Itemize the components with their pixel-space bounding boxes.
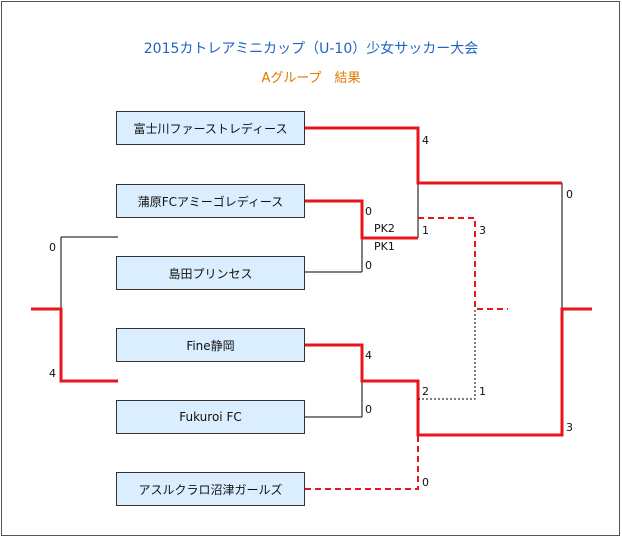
score-fujikawa-r2: 4 [422, 134, 429, 147]
line-kanbara-win [305, 199, 418, 240]
line-third-bottom [418, 309, 476, 400]
score-fine-r2: 2 [422, 385, 429, 398]
line-left-win [31, 307, 118, 383]
score-third-bottom: 1 [479, 385, 486, 398]
score-fukuroi-r1: 0 [365, 403, 372, 416]
team-fine: Fine静岡 [116, 328, 305, 362]
team-azul: アスルクラロ沼津ガールズ [116, 472, 305, 506]
score-kanbara-r1: 0 [365, 205, 372, 218]
team-fujikawa: 富士川ファーストレディース [116, 111, 305, 145]
score-left-top: 0 [49, 241, 56, 254]
team-fukuroi: Fukuroi FC [116, 400, 305, 434]
score-fine-r1: 4 [365, 349, 372, 362]
line-azul [305, 435, 419, 490]
score-final-bottom: 3 [566, 421, 573, 434]
line-fujikawa-win [305, 126, 562, 185]
score-pk-kanbara: PK2 [374, 222, 395, 235]
line-fine-win [305, 307, 592, 437]
score-shimada-r1: 0 [365, 259, 372, 272]
team-kanbara: 蒲原FCアミーゴレディース [116, 184, 305, 218]
line-third-top [418, 217, 508, 310]
score-kanbara-r2: 1 [422, 224, 429, 237]
score-third-top: 3 [479, 224, 486, 237]
score-azul-r2: 0 [422, 476, 429, 489]
score-pk-shimada: PK1 [374, 240, 395, 253]
page-title: 2015カトレアミニカップ（U-10）少女サッカー大会 [143, 41, 479, 57]
score-left-bottom: 4 [49, 367, 56, 380]
team-shimada: 島田プリンセス [116, 256, 305, 290]
group-subtitle: Aグループ 結果 [261, 71, 361, 86]
score-final-top: 0 [566, 188, 573, 201]
